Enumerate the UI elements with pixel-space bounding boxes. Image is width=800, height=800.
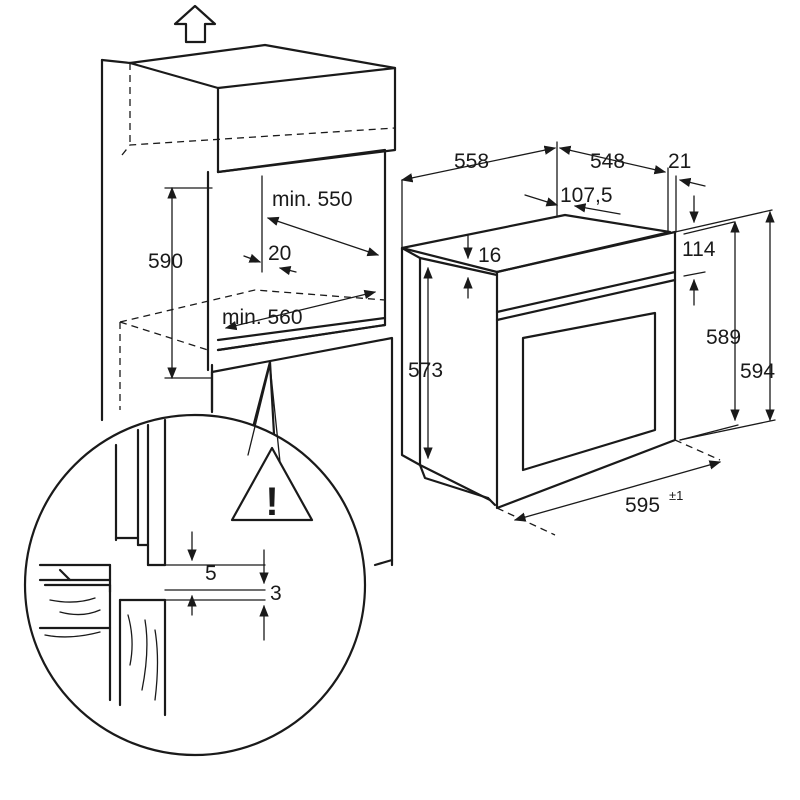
dim-min550: min. 550 bbox=[272, 188, 353, 211]
oven-dimensions bbox=[400, 141, 776, 536]
dimension-labels: 558 548 21 107,5 16 114 590 min. 550 20 … bbox=[148, 150, 775, 605]
dim-589: 589 bbox=[706, 326, 741, 349]
warning-icon: ! bbox=[230, 446, 314, 524]
dim-21: 21 bbox=[668, 150, 691, 173]
dim-573: 573 bbox=[408, 359, 443, 382]
dim-595-tolerance: ±1 bbox=[669, 488, 683, 503]
svg-text:!: ! bbox=[265, 480, 278, 524]
dim-114: 114 bbox=[682, 238, 716, 261]
dim-20: 20 bbox=[268, 242, 291, 265]
detail-section bbox=[38, 418, 269, 717]
dim-558: 558 bbox=[454, 150, 489, 173]
niche-dimensions bbox=[164, 175, 380, 380]
detail-callout bbox=[23, 360, 367, 757]
dim-107-5: 107,5 bbox=[560, 184, 613, 207]
dim-548: 548 bbox=[590, 150, 625, 173]
dim-594: 594 bbox=[740, 360, 775, 383]
dim-5: 5 bbox=[205, 562, 217, 585]
dim-3: 3 bbox=[270, 582, 282, 605]
dim-595: 595 bbox=[625, 494, 660, 517]
up-arrow-icon bbox=[173, 4, 217, 44]
dim-590: 590 bbox=[148, 250, 183, 273]
dim-16: 16 bbox=[478, 244, 501, 267]
dim-min560: min. 560 bbox=[222, 306, 303, 329]
